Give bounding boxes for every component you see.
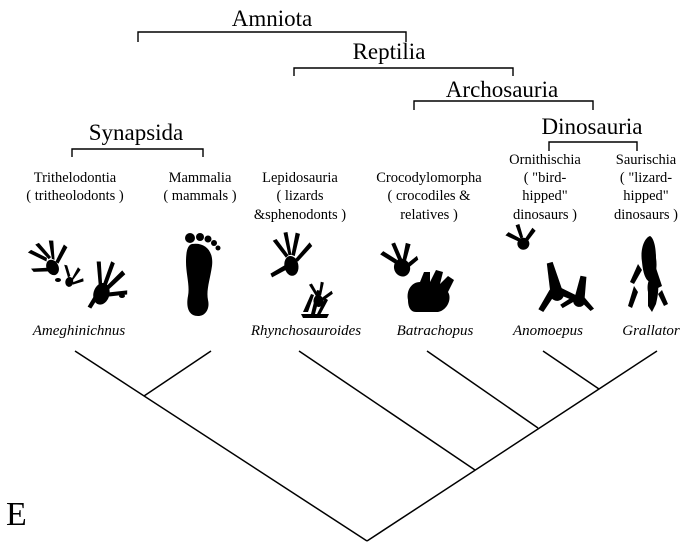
taxon-name: Trithelodontia	[34, 170, 117, 186]
taxon-common: hipped"	[522, 188, 567, 204]
taxon-name: Crocodylomorpha	[376, 170, 482, 186]
ichnotaxon-batrachopus: Batrachopus	[397, 323, 474, 339]
ichnotaxon-anomoepus: Anomoepus	[512, 323, 583, 339]
taxon-common: dinosaurs )	[513, 207, 577, 223]
tree-branch-ornithischia	[543, 351, 599, 389]
taxon-common: dinosaurs )	[614, 207, 678, 223]
lizard-tracks-icon	[264, 228, 334, 318]
ichnotaxon-grallator: Grallator	[622, 323, 680, 339]
taxon-common: ( "bird-	[524, 170, 567, 186]
amniota-bracket: Amniota	[138, 6, 406, 42]
taxon-common: ( tritheolodonts )	[26, 188, 124, 204]
taxon-common: ( lizards	[276, 188, 323, 204]
synapsida-bracket: Synapsida	[72, 120, 203, 157]
ichnotaxon-ameghinichnus: Ameghinichnus	[32, 323, 126, 339]
taxon-name: Mammalia	[169, 170, 232, 186]
taxon-common: ( "lizard-	[620, 170, 672, 186]
taxon-ornithischia: Ornithischia ( "bird- hipped" dinosaurs …	[509, 152, 581, 223]
taxon-mammalia: Mammalia ( mammals )	[163, 170, 236, 204]
ornithischian-tracks-icon	[503, 219, 599, 313]
theropod-tracks-icon	[628, 236, 668, 312]
crocodile-tracks-icon	[378, 237, 454, 312]
clade-label-amniota: Amniota	[232, 6, 313, 31]
tree-branch-mammalia	[144, 351, 211, 396]
clade-label-synapsida: Synapsida	[89, 120, 184, 145]
taxon-crocodylomorpha: Crocodylomorpha ( crocodiles & relatives…	[376, 170, 482, 223]
taxon-common: ( mammals )	[163, 188, 236, 204]
clade-label-archosauria: Archosauria	[446, 77, 558, 102]
dinosauria-bracket: Dinosauria	[542, 114, 643, 151]
tree-branch-root-left	[75, 351, 367, 541]
archosauria-bracket: Archosauria	[414, 77, 593, 110]
clade-label-dinosauria: Dinosauria	[542, 114, 643, 139]
tree-branch-root-right	[367, 351, 657, 541]
taxon-trithelodontia: Trithelodontia ( tritheolodonts )	[26, 170, 124, 204]
ichnotaxon-rhynchosauroides: Rhynchosauroides	[250, 323, 361, 339]
taxon-name: Lepidosauria	[262, 170, 338, 186]
taxon-common: hipped"	[623, 188, 668, 204]
reptilia-bracket: Reptilia	[294, 39, 513, 76]
taxon-common: &sphenodonts )	[254, 207, 346, 223]
taxon-lepidosauria: Lepidosauria ( lizards &sphenodonts )	[254, 170, 346, 223]
clade-label-reptilia: Reptilia	[353, 39, 426, 64]
taxon-name: Ornithischia	[509, 152, 581, 168]
taxon-common: relatives )	[400, 207, 458, 223]
panel-label: E	[6, 496, 27, 533]
tree-branch-crocodylomorpha	[427, 351, 538, 428]
tree-branch-lepidosauria	[299, 351, 475, 470]
phylogenetic-tree	[75, 351, 657, 541]
taxon-name: Saurischia	[616, 152, 677, 168]
taxon-common: ( crocodiles &	[388, 188, 472, 204]
mammal-like-tracks-icon	[23, 233, 135, 317]
human-footprint-icon	[185, 233, 221, 316]
taxon-saurischia: Saurischia ( "lizard- hipped" dinosaurs …	[614, 152, 678, 223]
